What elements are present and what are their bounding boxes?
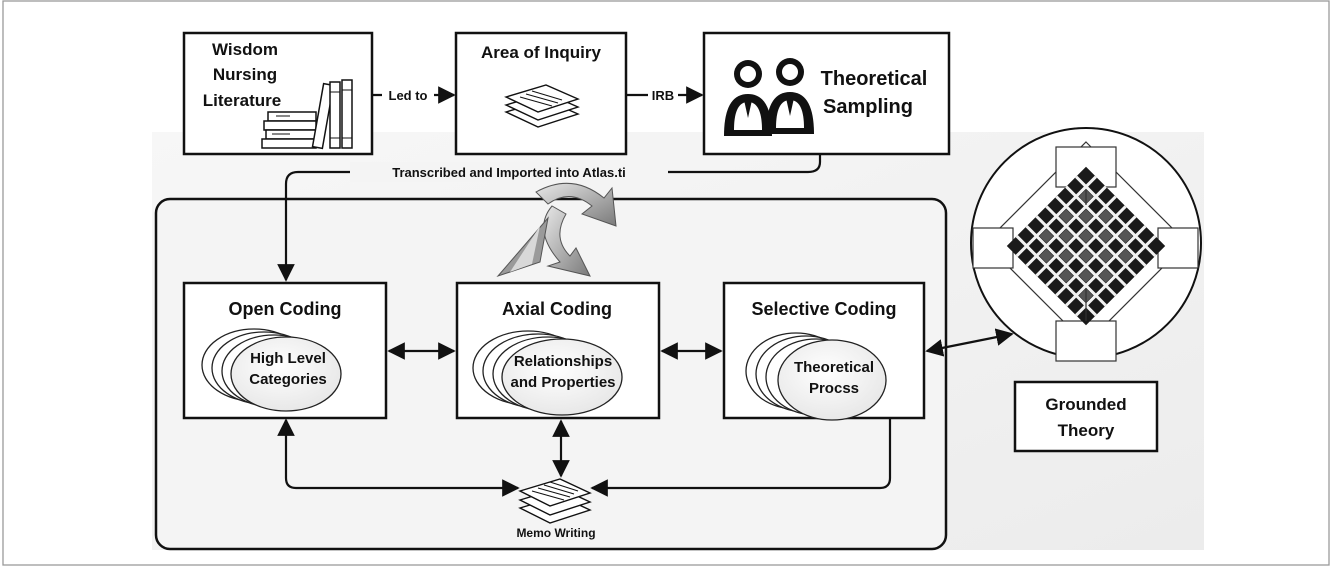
gt-left-box <box>972 227 1014 269</box>
axial-coding-title: Axial Coding <box>502 299 612 319</box>
memo-writing-icon <box>518 478 592 524</box>
books-icon <box>261 79 353 150</box>
open-coding-stack <box>201 328 342 412</box>
edge-label-bg-irb <box>648 84 678 104</box>
edge-label-irb: IRB <box>652 88 674 103</box>
grounded-theory-figure <box>970 127 1202 362</box>
wisdom-literature-line-2: Nursing <box>213 65 277 84</box>
open-coding-content-line-2: Categories <box>249 371 327 388</box>
edge-selective-grounded <box>925 328 1014 357</box>
open-coding-content-line-1: High Level <box>250 350 326 367</box>
edge-label-bg-led-to <box>382 84 434 104</box>
documents-icon <box>504 84 580 128</box>
selective-coding-title: Selective Coding <box>751 299 896 319</box>
axial-coding-content-line-2: and Properties <box>510 374 615 391</box>
edge-selective-memo <box>590 418 892 497</box>
cycle-arrows-icon <box>496 182 617 278</box>
selective-coding-stack <box>745 332 887 421</box>
edge-label-led-to: Led to <box>389 88 428 103</box>
grounded-theory-line-2: Theory <box>1058 421 1115 440</box>
open-coding-title: Open Coding <box>229 299 342 319</box>
axial-coding-stack <box>472 330 623 416</box>
grounded-theory-line-1: Grounded <box>1045 395 1126 414</box>
grounded-theory-box <box>1013 380 1159 453</box>
theoretical-sampling-line-2: Sampling <box>823 96 913 118</box>
people-icon <box>724 58 814 136</box>
theoretical-sampling-line-1: Theoretical <box>821 68 928 90</box>
edge-open-memo <box>277 418 520 497</box>
gt-bottom-box <box>1055 320 1117 362</box>
edge-label-bg-transcribed <box>350 162 668 182</box>
wisdom-literature-line-1: Wisdom <box>212 40 278 59</box>
selective-coding-content-line-2: Procss <box>809 380 859 397</box>
selective-coding-content-line-1: Theoretical <box>794 359 874 376</box>
memo-writing-label: Memo Writing <box>516 526 595 540</box>
axial-coding-content-line-1: Relationships <box>514 353 612 370</box>
gt-right-box <box>1157 227 1199 269</box>
area-of-inquiry-label: Area of Inquiry <box>481 43 602 62</box>
wisdom-literature-line-3: Literature <box>203 91 281 110</box>
edge-label-transcribed: Transcribed and Imported into Atlas.ti <box>392 165 626 180</box>
